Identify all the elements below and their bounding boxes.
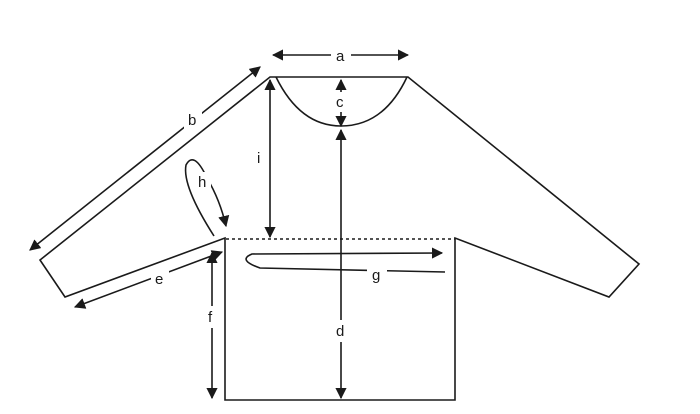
label-i: i xyxy=(257,150,260,167)
dimension-b-arrow xyxy=(29,66,261,251)
label-e: e xyxy=(155,271,163,288)
label-c: c xyxy=(336,94,344,111)
label-a: a xyxy=(336,48,345,65)
garment-outline xyxy=(38,76,641,401)
label-f: f xyxy=(208,309,213,326)
dimension-g-loop xyxy=(245,247,446,273)
label-g: g xyxy=(372,267,380,284)
label-b: b xyxy=(188,112,196,129)
label-d: d xyxy=(336,323,344,340)
label-h: h xyxy=(198,174,206,191)
dimension-e-arrow xyxy=(73,250,224,309)
dimension-h-loop xyxy=(184,159,230,237)
